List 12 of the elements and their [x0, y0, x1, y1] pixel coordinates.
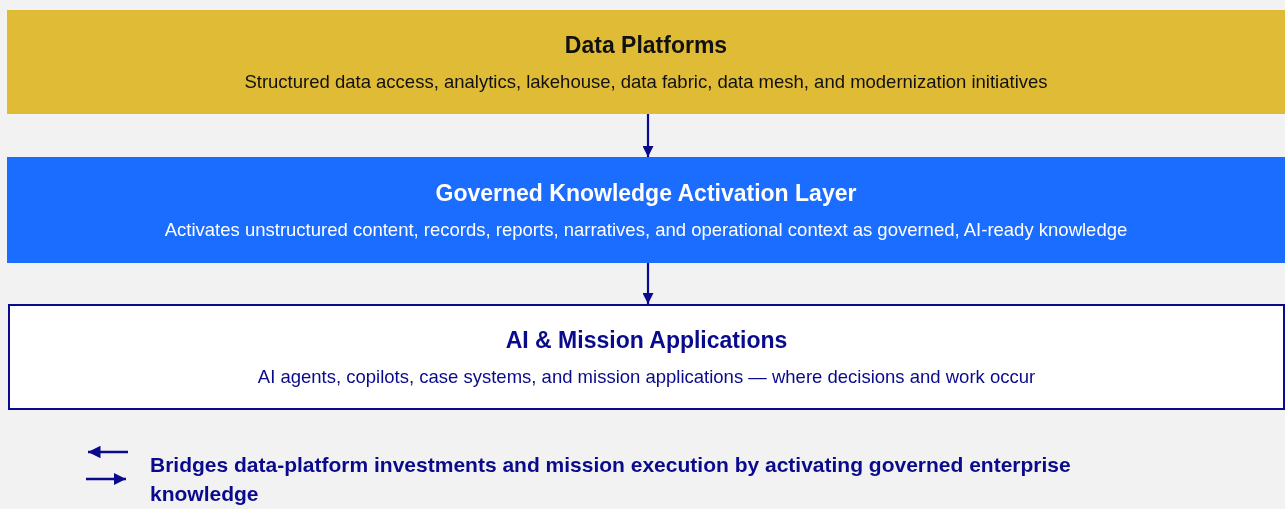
box-description: Activates unstructured content, records, reports, narratives, and operational context as governed, AI-ready knowledge	[164, 218, 1128, 241]
box-title: Governed Knowledge Activation Layer	[435, 179, 857, 207]
arrow	[642, 114, 654, 157]
layer-band	[7, 157, 1285, 263]
box-title: AI & Mission Applications	[505, 326, 788, 354]
note-text: Bridges data-platform investments and mission execution by activating governed enterprise knowledge	[150, 452, 1072, 507]
box-title: Data Platforms	[564, 31, 728, 59]
box-description: AI agents, copilots, case systems, and mission applications — where decisions and work occur	[257, 365, 1036, 388]
box-description: Structured data access, analytics, lakehouse, data fabric, data mesh, and modernization initiatives	[244, 70, 1048, 93]
arrow	[642, 263, 654, 304]
application-box	[8, 304, 1285, 410]
platform-band	[7, 10, 1285, 114]
